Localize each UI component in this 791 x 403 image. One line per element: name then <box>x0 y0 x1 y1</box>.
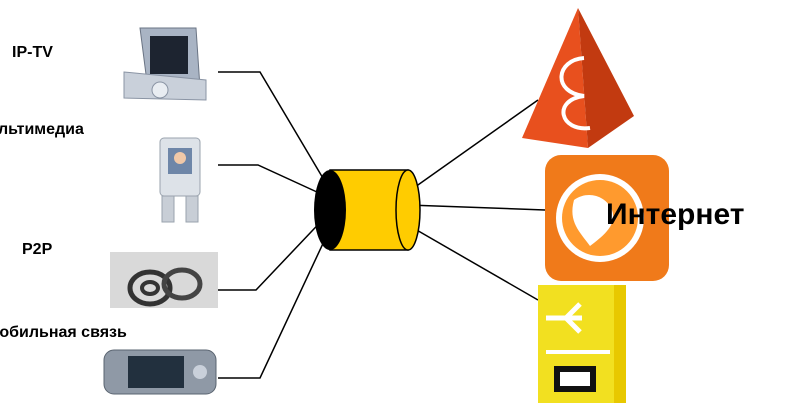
pyramid-icon <box>522 8 634 148</box>
media-router-icon <box>538 285 626 403</box>
mobile-device-icon <box>103 349 217 395</box>
label-internet: Интернет <box>606 198 745 231</box>
left-connection-lines <box>218 71 335 379</box>
globe-icon <box>545 155 669 281</box>
video-kiosk-icon <box>159 137 201 223</box>
label-iptv: IP-TV <box>12 44 53 61</box>
cylinder-connector <box>314 169 421 251</box>
right-connection-lines <box>407 99 546 301</box>
label-p2p: P2P <box>22 241 53 258</box>
label-mobile: Мобильная связь <box>0 324 127 341</box>
at-sign-icon <box>110 252 218 308</box>
tv-terminal-icon <box>123 27 207 101</box>
label-multimedia: Мультимедиа <box>0 121 84 138</box>
